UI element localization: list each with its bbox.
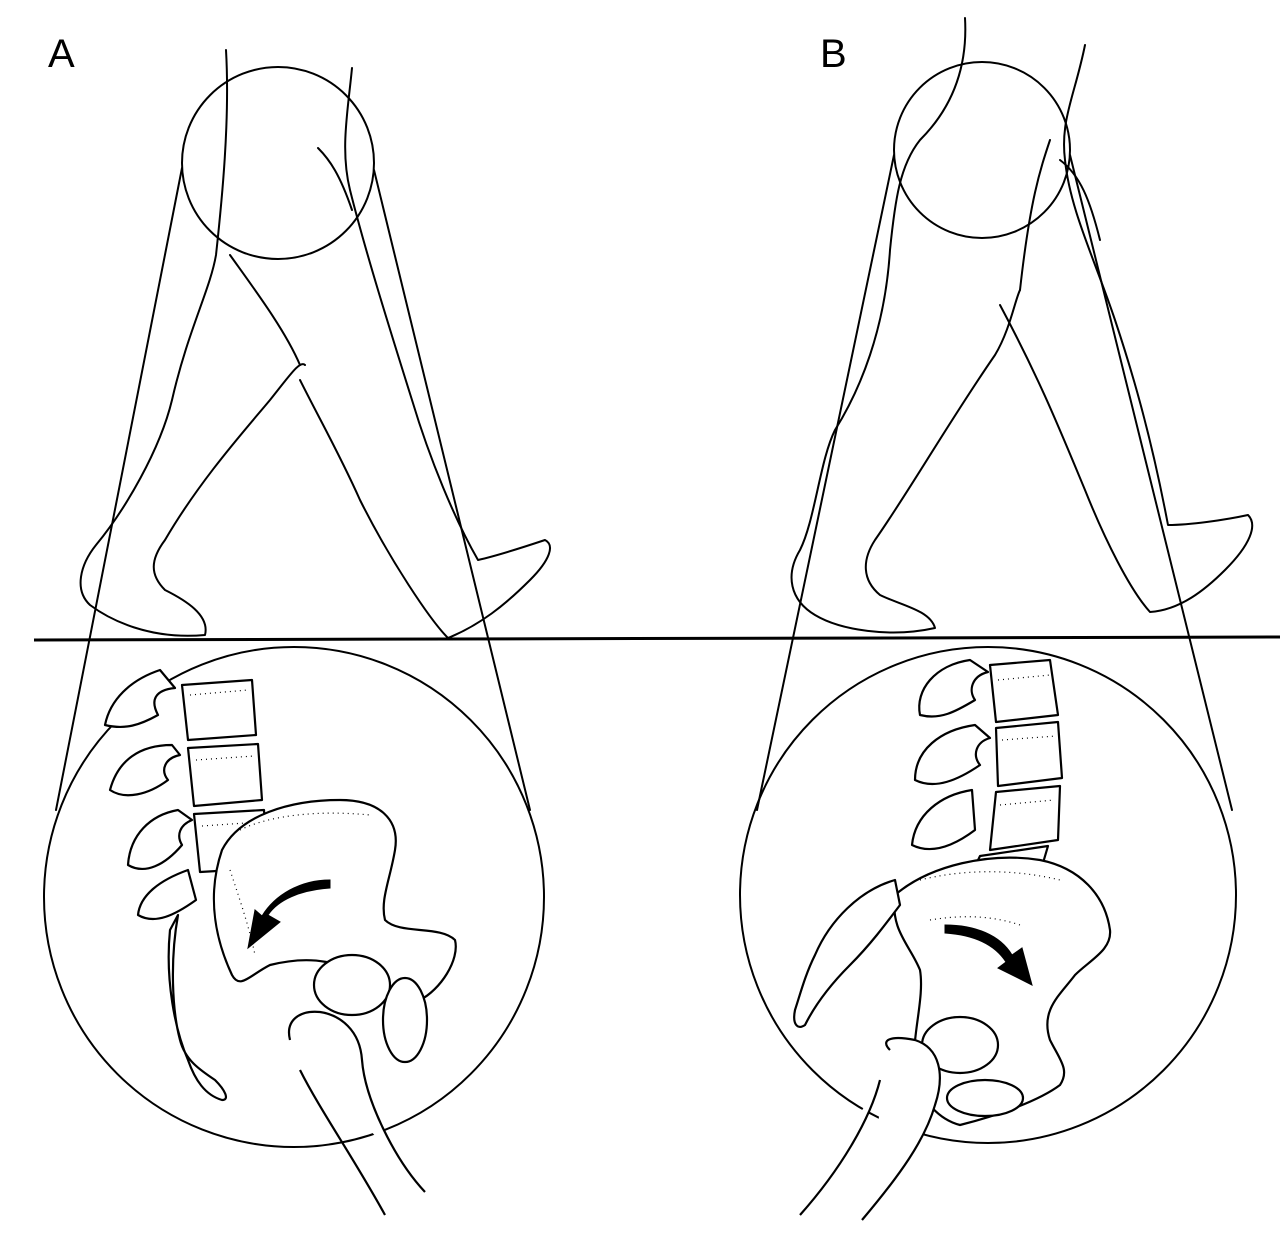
rotation-arrow-a xyxy=(247,879,331,950)
pelvis-circle-a xyxy=(43,646,545,1148)
hip-circle-b xyxy=(893,61,1071,239)
ground-line xyxy=(33,635,1280,642)
projection-line-b-right xyxy=(1069,154,1233,811)
thigh-a-line xyxy=(229,147,353,366)
leg-a-front xyxy=(299,67,551,639)
obturator-b xyxy=(945,1078,1025,1118)
projection-line-b-left xyxy=(756,154,895,811)
femoral-head-a xyxy=(312,953,392,1017)
femur-a xyxy=(287,1010,426,1216)
rotation-arrow-b xyxy=(944,924,1033,986)
projection-line-a-right xyxy=(373,169,531,811)
thigh-b-line xyxy=(1019,139,1101,291)
hip-circle-a xyxy=(181,66,375,260)
ilium-b-shading xyxy=(919,871,1061,926)
femur-b xyxy=(799,1036,941,1221)
ilium-a xyxy=(212,798,457,1006)
ilium-a-shading xyxy=(229,812,371,956)
pelvis-circle-b xyxy=(739,646,1237,1144)
sacrum-b xyxy=(793,878,902,1028)
panel-b xyxy=(739,17,1254,1221)
leg-b-front xyxy=(999,44,1254,613)
leg-b-rear xyxy=(790,17,1021,634)
sacrum-a xyxy=(167,913,228,1102)
leg-a-rear xyxy=(79,49,306,637)
projection-line-a-left xyxy=(55,167,183,811)
panel-label-a: A xyxy=(48,32,75,76)
obturator-a xyxy=(381,976,429,1064)
panel-label-b: B xyxy=(820,32,847,76)
panel-a xyxy=(43,49,551,1216)
